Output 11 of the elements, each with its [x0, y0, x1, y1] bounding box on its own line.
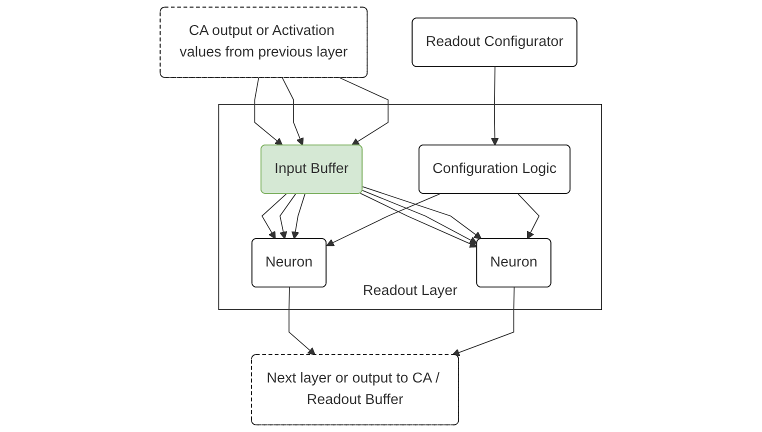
arrow — [340, 77, 389, 146]
arrow — [288, 287, 316, 356]
arrow — [254, 77, 283, 146]
arrow — [282, 77, 304, 146]
arrow — [262, 194, 287, 240]
arrow — [491, 66, 499, 146]
arrow — [326, 194, 440, 246]
arrow — [280, 194, 296, 240]
arrow — [292, 194, 306, 240]
arrow — [518, 194, 540, 240]
arrow — [452, 287, 515, 356]
